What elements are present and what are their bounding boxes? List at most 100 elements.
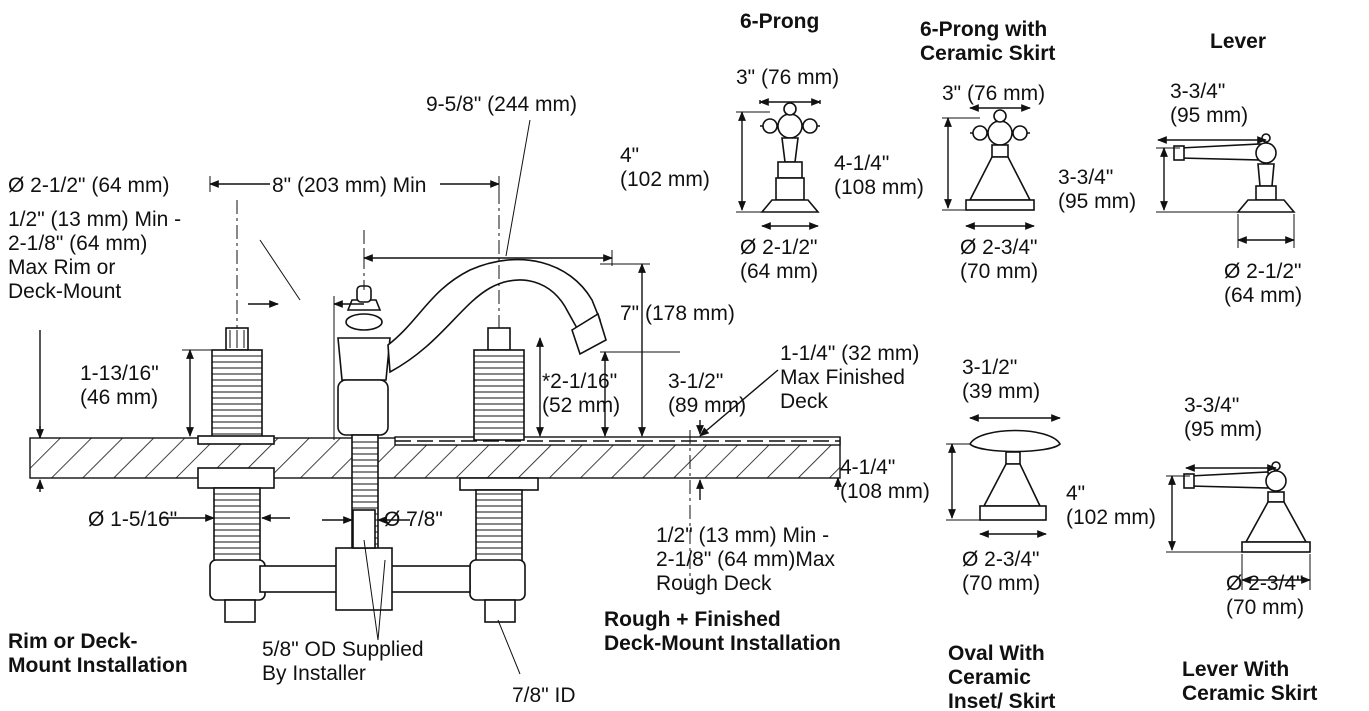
label-line: Ceramic Skirt <box>1182 682 1317 705</box>
labels: Rim or Deck-Mount Installation Rough + F… <box>8 10 1317 711</box>
label-line: (89 mm) <box>668 394 746 417</box>
label-line: (95 mm) <box>1184 418 1262 441</box>
label-line: (70 mm) <box>1226 596 1304 619</box>
label-line: 2-1/8" (64 mm)Max <box>656 548 835 571</box>
left-valve <box>197 327 275 623</box>
label-line: 7" (178 mm) <box>620 302 735 325</box>
label-line: Ø 2-1/2" <box>1224 260 1302 283</box>
label-line: 3-3/4" <box>1058 166 1113 189</box>
label-line: (64 mm) <box>740 260 818 283</box>
label-line: 3" (76 mm) <box>942 82 1045 105</box>
label-line: Ø 7/8" <box>384 508 443 531</box>
dim-oval-height: 4-1/4"(108 mm) <box>840 456 930 503</box>
label-line: Max Rim or <box>8 256 115 279</box>
dim-oval-width: 3-1/2"(39 mm) <box>962 356 1040 403</box>
label-line: Ø 2-3/4" <box>962 548 1040 571</box>
right-valve <box>459 327 539 623</box>
label-line: Ø 1-5/16" <box>88 508 177 531</box>
label-line: 7/8" ID <box>512 684 575 707</box>
title-6-prong: 6-Prong <box>740 10 819 33</box>
handle-lever-ceramic-skirt <box>1166 461 1311 590</box>
label-line: 4" <box>1066 482 1085 505</box>
label-line: 3-1/2" <box>668 370 723 393</box>
dim-lever-skirt-base: Ø 2-3/4"(70 mm) <box>1226 572 1304 619</box>
label-line: (70 mm) <box>960 260 1038 283</box>
handle-6-prong-ceramic-skirt <box>942 104 1035 230</box>
dim-lever-skirt-height: 4"(102 mm) <box>1066 482 1156 529</box>
label-line: Ceramic Skirt <box>920 42 1055 65</box>
supply-piping <box>259 509 471 611</box>
label-line: Rim or Deck- <box>8 630 138 653</box>
dim-stem-height: 1-13/16"(46 mm) <box>80 362 159 409</box>
label-line: 6-Prong with <box>920 18 1047 41</box>
label-line: (102 mm) <box>620 168 710 191</box>
label-line: (64 mm) <box>1224 284 1302 307</box>
dimension-lines <box>36 119 842 675</box>
dim-spacing-min: 8" (203 mm) Min <box>272 174 427 197</box>
label-line: 1/2" (13 mm) Min - <box>656 524 829 547</box>
label-line: Rough Deck <box>656 572 772 595</box>
dim-outlet-id: 7/8" ID <box>512 684 575 707</box>
label-line: Lever <box>1210 30 1266 53</box>
label-line: 9-5/8" (244 mm) <box>426 93 577 116</box>
dim-lever-width: 3-3/4"(95 mm) <box>1170 80 1248 127</box>
dim-shank-diameter: Ø 1-5/16" <box>88 508 177 531</box>
label-line: 4-1/4" <box>840 456 895 479</box>
label-line: Ø 2-3/4" <box>1226 572 1304 595</box>
label-line: 1-1/4" (32 mm) <box>780 342 919 365</box>
label-line: Rough + Finished <box>604 608 781 631</box>
dim-6-prong-height: 4"(102 mm) <box>620 144 710 191</box>
label-line: Lever With <box>1182 658 1289 681</box>
label-line: Max Finished <box>780 366 905 389</box>
label-line: 5/8" OD Supplied <box>262 638 424 661</box>
dim-spout-outlet-height: 3-1/2"(89 mm) <box>668 370 746 417</box>
label-line: Mount Installation <box>8 654 188 677</box>
handle-oval-ceramic <box>946 414 1061 538</box>
label-line: Oval With <box>948 642 1045 665</box>
label-line: (70 mm) <box>962 572 1040 595</box>
handle-lever <box>1156 133 1296 248</box>
right-valve-threads <box>474 355 524 555</box>
label-line: Ø 2-1/2" <box>740 236 818 259</box>
label-line: Deck-Mount Installation <box>604 632 841 655</box>
dim-lever-height: 3-3/4"(95 mm) <box>1058 166 1136 213</box>
label-line: 3-3/4" <box>1170 80 1225 103</box>
label-line: 8" (203 mm) Min <box>272 174 427 197</box>
dim-lever-base: Ø 2-1/2"(64 mm) <box>1224 260 1302 307</box>
label-line: 3-1/2" <box>962 356 1017 379</box>
dim-6-prong-skirt-base: Ø 2-3/4"(70 mm) <box>960 236 1038 283</box>
label-line: Ceramic <box>948 666 1031 689</box>
label-line: 3-3/4" <box>1184 394 1239 417</box>
dim-6-prong-skirt-width: 3" (76 mm) <box>942 82 1045 105</box>
dim-spout-height-7: 7" (178 mm) <box>620 302 735 325</box>
label-line: 4" <box>620 144 639 167</box>
deck-section <box>29 436 841 479</box>
label-line: Ø 2-1/2" (64 mm) <box>8 174 170 197</box>
label-line: 1-13/16" <box>80 362 159 385</box>
label-line: 1/2" (13 mm) Min - <box>8 208 181 231</box>
label-line: 2-1/8" (64 mm) <box>8 232 147 255</box>
dim-6-prong-width: 3" (76 mm) <box>736 66 839 89</box>
label-line: (95 mm) <box>1058 190 1136 213</box>
dim-spout-shank: Ø 7/8" <box>384 508 443 531</box>
dim-rim-thickness: 1/2" (13 mm) Min -2-1/8" (64 mm)Max Rim … <box>8 208 181 303</box>
label-line: 6-Prong <box>740 10 819 33</box>
label-line: Deck-Mount <box>8 280 121 303</box>
handle-6-prong <box>736 98 821 230</box>
label-line: 4-1/4" <box>834 152 889 175</box>
label-line: By Installer <box>262 662 366 685</box>
label-line: Ø 2-3/4" <box>960 236 1038 259</box>
label-line: (52 mm) <box>542 394 620 417</box>
label-line: *2-1/16" <box>542 370 617 393</box>
dim-lever-skirt-width: 3-3/4"(95 mm) <box>1184 394 1262 441</box>
dim-spout-reach: 9-5/8" (244 mm) <box>426 93 577 116</box>
dim-6-prong-skirt-height: 4-1/4"(108 mm) <box>834 152 924 199</box>
label-line: (39 mm) <box>962 380 1040 403</box>
